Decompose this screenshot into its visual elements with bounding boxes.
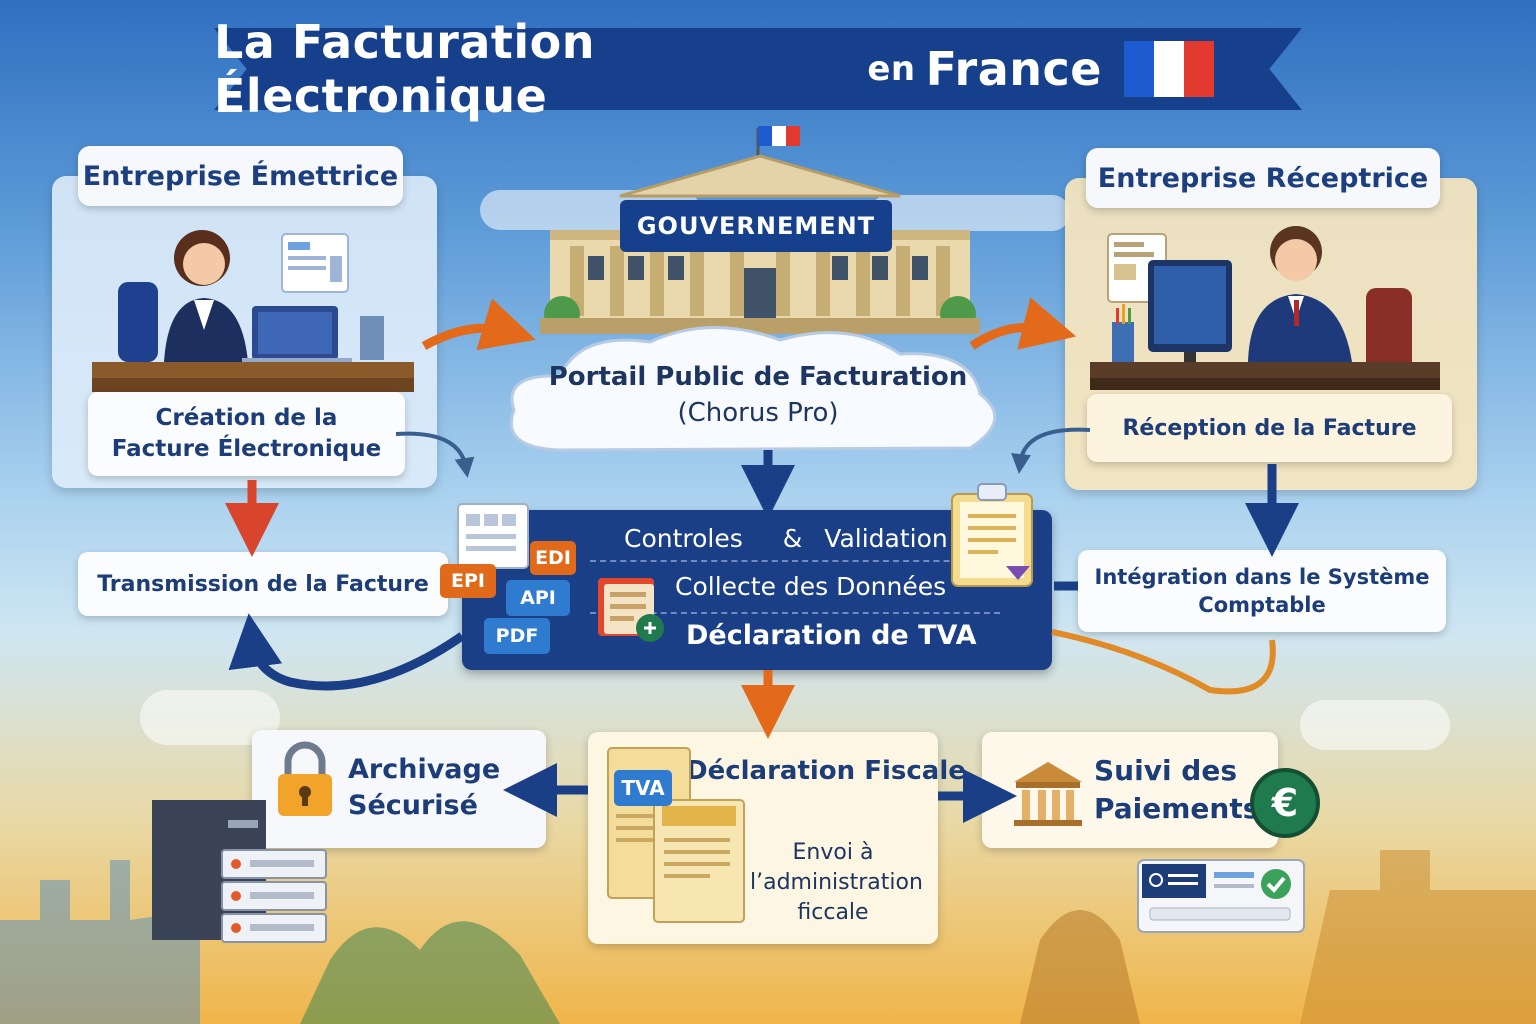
receiver-header-text: Entreprise Réceptrice — [1097, 162, 1429, 194]
title-main-text: La Facturation Électronique — [214, 15, 595, 123]
pdf-format-text: PDF — [495, 625, 539, 647]
payment-tracking-line1: Suivi des — [1094, 754, 1237, 787]
invoice-creation-step: Création de la Facture Électronique — [88, 392, 405, 476]
validation-text: Validation — [824, 523, 948, 553]
vat-document-tag-text: TVA — [621, 776, 665, 800]
receiver-header: Entreprise Réceptrice — [1086, 148, 1440, 208]
government-label: GOUVERNEMENT — [620, 200, 892, 252]
clipboard-icon — [951, 483, 1033, 587]
data-collection-text: Collecte des Données — [675, 572, 947, 601]
tax-declaration-title-text: Déclaration Fiscale — [686, 756, 966, 786]
title-banner — [214, 28, 1302, 110]
controls-text: Controles — [624, 523, 743, 553]
row-divider — [590, 560, 1000, 562]
euro-coin-icon: € — [1250, 768, 1320, 838]
epi-format-text: EPI — [451, 570, 485, 592]
controls-validation-row: Controles & Validation — [590, 520, 1020, 556]
payment-tracking-card — [982, 732, 1278, 848]
vat-declaration-text: Déclaration de TVA — [686, 620, 977, 651]
row-divider — [590, 612, 1000, 614]
invoice-transmission-text: Transmission de la Facture — [97, 571, 429, 597]
sender-header: Entreprise Émettrice — [78, 146, 403, 206]
arrow-processing-to-transmission — [228, 613, 465, 691]
archiving-line2: Sécurisé — [348, 790, 478, 821]
vat-declaration-row: Déclaration de TVA — [686, 620, 977, 651]
payment-screen-icon — [1137, 859, 1305, 933]
arrow-sender-to-portal — [421, 298, 536, 351]
city-skyline — [0, 850, 1536, 1024]
tax-submission-line3: ficcale — [797, 900, 869, 925]
padlock-icon — [278, 741, 332, 816]
document-icon — [457, 503, 529, 569]
invoice-transmission-step: Transmission de la Facture — [78, 552, 448, 616]
archiving-line1: Archivage — [348, 754, 501, 785]
tax-submission-line1: Envoi à — [792, 840, 874, 865]
edi-format-text: EDI — [535, 547, 571, 569]
portal-label: Portail Public de Facturation (Chorus Pr… — [520, 350, 996, 440]
secure-archiving-label: Archivage Sécurisé — [348, 752, 500, 824]
tax-submission-label: Envoi à l’administration ficcale — [750, 838, 923, 928]
arrow-creation-to-formats — [395, 431, 475, 478]
french-flag-icon — [1124, 41, 1214, 97]
title-country-text: France — [925, 42, 1102, 96]
tax-declaration-title: Déclaration Fiscale — [686, 756, 966, 786]
edi-format-badge: EDI — [530, 541, 576, 575]
document-stack-icon — [598, 578, 664, 642]
invoice-reception-text: Réception de la Facture — [1122, 415, 1417, 441]
payment-tracking-line2: Paiements — [1094, 792, 1260, 825]
invoice-reception-step: Réception de la Facture — [1087, 394, 1452, 462]
portal-cloud-shape — [509, 326, 997, 452]
arrow-reception-to-clipboard — [1011, 427, 1091, 474]
vat-document-tag: TVA — [614, 770, 672, 806]
invoice-creation-line1: Création de la — [155, 405, 338, 431]
api-format-badge: API — [506, 580, 570, 616]
portal-system-text: (Chorus Pro) — [677, 398, 839, 428]
data-collection-row: Collecte des Données — [675, 572, 946, 601]
server-rack-icon — [152, 800, 327, 943]
cloud-shape — [870, 195, 1070, 231]
payment-tracking-label: Suivi des Paiements — [1094, 752, 1259, 828]
accounting-integration-line1: Intégration dans le Système — [1094, 565, 1430, 589]
ampersand-text: & — [782, 523, 803, 553]
government-label-text: GOUVERNEMENT — [636, 212, 876, 240]
accounting-integration-step: Intégration dans le Système Comptable — [1078, 550, 1446, 632]
api-format-text: API — [520, 587, 556, 609]
arrow-processing-to-accounting — [1051, 629, 1276, 695]
man-at-computer-illustration — [1090, 226, 1440, 390]
epi-format-badge: EPI — [440, 564, 496, 598]
sender-header-text: Entreprise Émettrice — [82, 160, 399, 192]
tax-submission-line2: l’administration — [750, 870, 923, 895]
portal-name-text: Portail Public de Facturation — [548, 362, 968, 392]
pdf-format-badge: PDF — [484, 618, 550, 654]
invoice-creation-line2: Facture Électronique — [111, 436, 382, 462]
woman-at-laptop-illustration — [92, 230, 414, 392]
title-connector-text: en — [867, 49, 916, 89]
euro-symbol: € — [1271, 781, 1299, 825]
arrow-portal-to-receiver — [969, 297, 1077, 350]
accounting-integration-line2: Comptable — [1198, 593, 1326, 617]
cloud-shape — [1300, 700, 1450, 750]
page-title: La Facturation Électronique en France — [214, 15, 1214, 123]
bank-icon — [1014, 762, 1082, 826]
